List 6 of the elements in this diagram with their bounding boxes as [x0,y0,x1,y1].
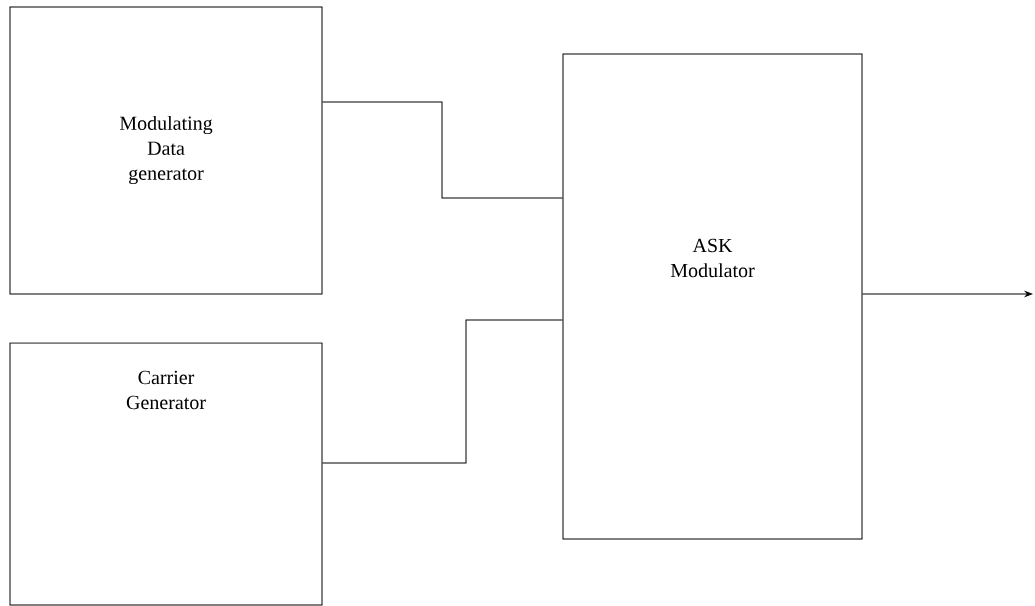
connector [322,101,563,199]
connector [322,319,563,464]
block-box: Modulating Data generator [9,6,323,295]
block-box: ASK Modulator [562,53,863,540]
connector [862,291,1033,297]
block-box: Carrier Generator [9,342,323,606]
